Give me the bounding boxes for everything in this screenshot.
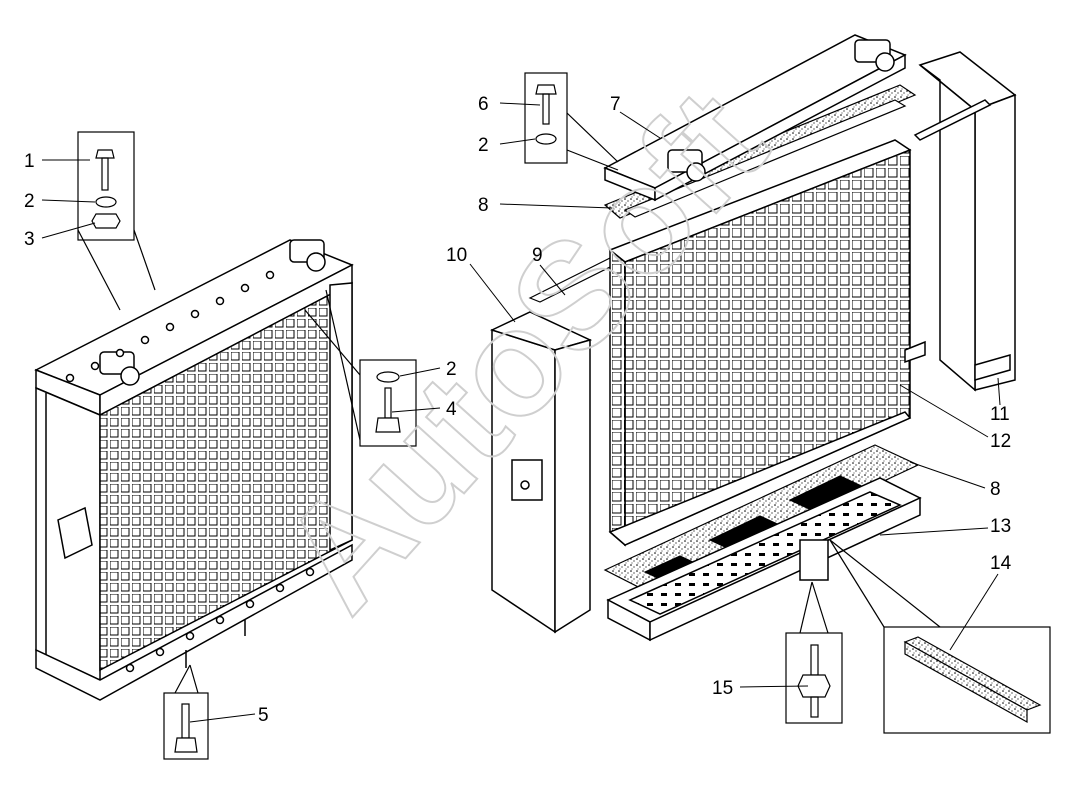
callout-5: 5: [258, 705, 269, 726]
callout-3: 3: [24, 229, 35, 250]
side-frame-left: [489, 311, 593, 634]
hardware-box-stud: [785, 581, 843, 724]
callout-4: 4: [446, 399, 457, 420]
hardware-box-bolt-washer-nut: [77, 131, 156, 311]
callout-13: 13: [990, 516, 1011, 537]
callout-2a: 2: [24, 191, 35, 212]
assembled-radiator: [34, 239, 354, 701]
callout-12: 12: [990, 431, 1011, 452]
seal-strip-detail: [829, 539, 1051, 734]
callout-labels: 1 2 3 2 4 5 6 2 7 8 9 10 11 12 8 13 14 1…: [24, 94, 1012, 726]
callout-11: 11: [990, 404, 1010, 425]
callout-7: 7: [610, 94, 621, 115]
callout-1: 1: [24, 151, 35, 172]
callout-10: 10: [446, 245, 467, 266]
top-bolt-row: [65, 270, 275, 383]
side-frame-right: [904, 51, 1017, 392]
bottom-tank-detached: [606, 477, 922, 642]
callout-8a: 8: [478, 195, 489, 216]
hardware-box-bottom-bolt: [163, 664, 209, 760]
bottom-tank: [35, 543, 353, 701]
bottom-bolt-row: [125, 567, 315, 673]
callout-14: 14: [990, 553, 1012, 574]
leader-lines: [41, 102, 1001, 723]
callout-6: 6: [478, 94, 489, 115]
callout-2b: 2: [446, 359, 457, 380]
callout-8b: 8: [990, 479, 1001, 500]
radiator-core: [608, 139, 912, 547]
callout-2c: 2: [478, 135, 489, 156]
hardware-box-top-bolt-washer: [524, 72, 619, 171]
callout-9: 9: [532, 245, 543, 266]
top-tank-detached: [603, 34, 907, 202]
callout-15: 15: [712, 678, 733, 699]
hardware-box-washer-bolt: [304, 289, 417, 447]
